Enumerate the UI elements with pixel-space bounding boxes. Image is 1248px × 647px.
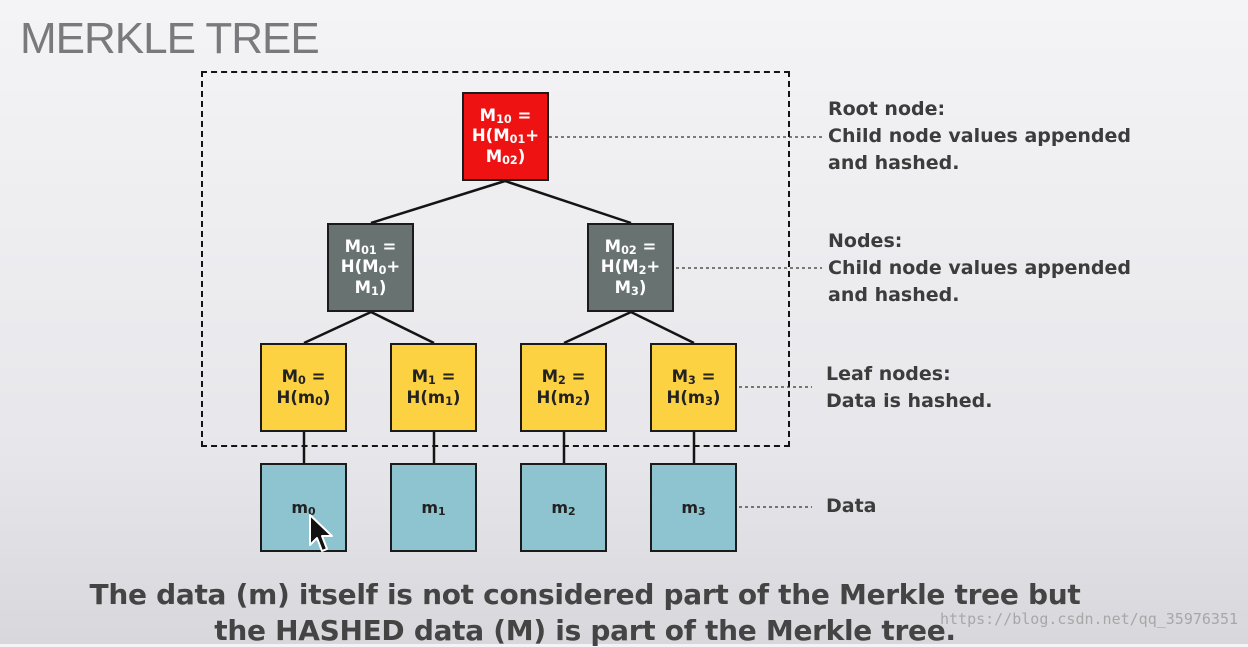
leaf-m3-line2: H(m3) bbox=[666, 387, 721, 408]
edge-root-node01 bbox=[370, 179, 506, 225]
data-block-m2: m2 bbox=[520, 463, 607, 552]
leaf-m0-line2: H(m0) bbox=[276, 387, 331, 408]
merkle-tree-boundary bbox=[201, 71, 790, 447]
leaf-nodes-label: Leaf nodes: Data is hashed. bbox=[826, 361, 992, 415]
leaf-node-m0: M0 = H(m0) bbox=[260, 343, 347, 432]
nodes-label-title: Nodes: bbox=[828, 230, 903, 252]
leaf-node-m2: M2 = H(m2) bbox=[520, 343, 607, 432]
root-label-line3: and hashed. bbox=[828, 152, 960, 174]
nodes-label-line3: and hashed. bbox=[828, 284, 960, 306]
mouse-pointer-icon bbox=[309, 514, 333, 552]
leaf-m3-line1: M3 = bbox=[671, 367, 716, 388]
node-m02-line2: H(M2+ bbox=[600, 257, 661, 278]
leaf-m1-line1: M1 = bbox=[411, 367, 456, 388]
edge-node02-leaf2 bbox=[563, 310, 632, 345]
data-block-m1: m1 bbox=[390, 463, 477, 552]
node-m01-line2: H(M0+ bbox=[340, 257, 401, 278]
data-label: Data bbox=[826, 493, 877, 520]
data-m0-text: m0 bbox=[291, 497, 316, 518]
slide-title: MERKLE TREE bbox=[20, 14, 320, 63]
nodes-label: Nodes: Child node values appended and ha… bbox=[828, 228, 1131, 309]
root-node-m10: M10 = H(M01+ M02) bbox=[462, 92, 549, 181]
leaf-node-m3: M3 = H(m3) bbox=[650, 343, 737, 432]
data-m3-text: m3 bbox=[681, 497, 706, 518]
root-node-line2: H(M01+ bbox=[471, 126, 540, 147]
node-m02-line3: M3) bbox=[614, 277, 647, 298]
data-m1-text: m1 bbox=[421, 497, 446, 518]
caption-line2: the HASHED data (M) is part of the Merkl… bbox=[214, 614, 956, 647]
root-label-line2: Child node values appended bbox=[828, 125, 1131, 147]
edge-node01-leaf0 bbox=[303, 310, 372, 345]
root-label-title: Root node: bbox=[828, 98, 946, 120]
leaf-node-m1: M1 = H(m1) bbox=[390, 343, 477, 432]
caption-line1: The data (m) itself is not considered pa… bbox=[89, 578, 1081, 611]
root-node-line1: M10 = bbox=[479, 106, 532, 127]
node-m01-line3: M1) bbox=[354, 277, 387, 298]
data-block-m3: m3 bbox=[650, 463, 737, 552]
leaf-m2-line2: H(m2) bbox=[536, 387, 591, 408]
data-block-m0: m0 bbox=[260, 463, 347, 552]
root-node-label: Root node: Child node values appended an… bbox=[828, 96, 1131, 177]
edge-node01-leaf1 bbox=[370, 310, 435, 345]
data-label-title: Data bbox=[826, 495, 877, 517]
leaf-label-line2: Data is hashed. bbox=[826, 390, 993, 412]
node-m01: M01 = H(M0+ M1) bbox=[327, 223, 414, 312]
node-m01-line1: M01 = bbox=[344, 237, 397, 258]
watermark: https://blog.csdn.net/qq_35976351 bbox=[939, 610, 1238, 628]
data-m2-text: m2 bbox=[551, 497, 576, 518]
leaf-m1-line2: H(m1) bbox=[406, 387, 461, 408]
node-m02-line1: M02 = bbox=[604, 237, 657, 258]
leaf-m0-line1: M0 = bbox=[281, 367, 326, 388]
nodes-label-line2: Child node values appended bbox=[828, 257, 1131, 279]
leaf-m2-line1: M2 = bbox=[541, 367, 586, 388]
root-node-line3: M02) bbox=[485, 146, 526, 167]
edge-node02-leaf3 bbox=[630, 310, 695, 345]
node-m02: M02 = H(M2+ M3) bbox=[587, 223, 674, 312]
edge-root-node02 bbox=[504, 179, 632, 225]
leaf-label-title: Leaf nodes: bbox=[826, 363, 951, 385]
